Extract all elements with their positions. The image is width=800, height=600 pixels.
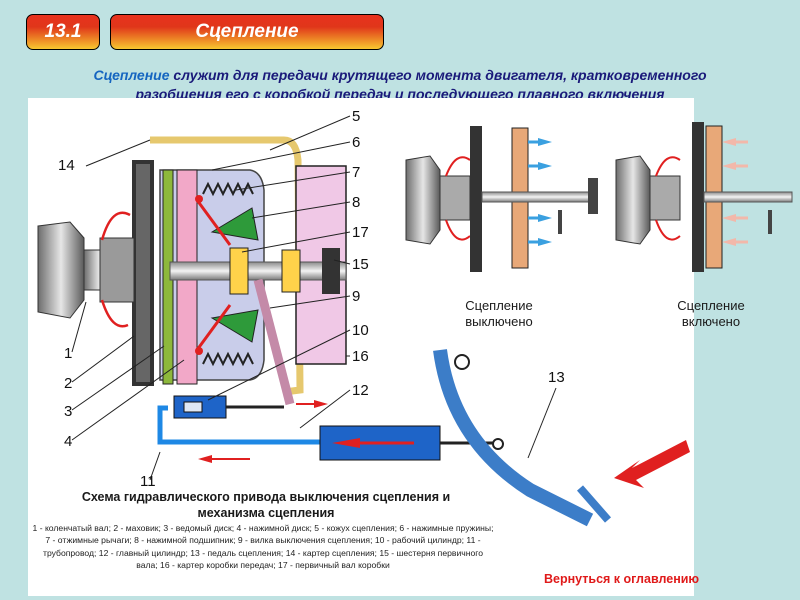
section-number: 13.1 <box>44 21 82 42</box>
page-title: Сцепление <box>195 21 299 42</box>
label-7: 7 <box>352 164 360 181</box>
release-lever-bottom <box>210 309 259 343</box>
label-5: 5 <box>352 108 360 125</box>
section-number-badge: 13.1 <box>26 14 100 50</box>
diagram-legend: 1 - коленчатый вал; 2 - маховик; 3 - вед… <box>32 523 494 571</box>
label-3: 3 <box>64 403 72 420</box>
mini-diagram-engaged <box>615 122 793 272</box>
release-fork <box>253 278 295 406</box>
pressure-spring-top <box>202 181 254 197</box>
hydraulic-line <box>157 405 334 445</box>
label-15: 15 <box>352 256 369 273</box>
pressure-spring-bottom <box>202 351 254 367</box>
caption-disengaged-line1: Сцепление <box>465 298 533 313</box>
caption-engaged-line1: Сцепление <box>677 298 745 313</box>
caption-disengaged: Сцепление выключено <box>444 298 554 330</box>
mini-diagram-disengaged <box>405 126 598 272</box>
label-8: 8 <box>352 194 360 211</box>
label-13: 13 <box>548 369 565 386</box>
release-lever-top <box>210 207 259 241</box>
rod-arrow-right <box>314 400 328 408</box>
label-14: 14 <box>58 157 75 174</box>
intro-line1: служит для передачи крутящего момента дв… <box>169 67 707 83</box>
release-bearing <box>229 247 249 295</box>
label-12: 12 <box>352 382 369 399</box>
label-11: 11 <box>140 473 156 490</box>
label-2: 2 <box>64 375 72 392</box>
caption-disengaged-line2: выключено <box>465 314 533 329</box>
input-shaft <box>169 261 347 281</box>
caption-engaged: Сцепление включено <box>656 298 766 330</box>
label-4: 4 <box>64 433 72 450</box>
caption-engaged-line2: включено <box>681 314 741 329</box>
back-to-contents-link[interactable]: Вернуться к оглавлению <box>544 572 700 586</box>
diagram-title: Схема гидравлического привода выключения… <box>36 489 496 521</box>
input-gear <box>322 248 340 294</box>
clutch-housing <box>150 136 304 396</box>
crankshaft <box>37 221 85 319</box>
diagram-title-line1: Схема гидравлического привода выключения… <box>81 490 451 504</box>
label-10: 10 <box>352 322 369 339</box>
flow-arrow-left <box>332 438 360 448</box>
clutch-pedal <box>433 349 594 527</box>
intro-highlight: Сцепление <box>93 67 170 83</box>
title-banner: Сцепление <box>110 14 384 50</box>
label-9: 9 <box>352 288 360 305</box>
flow-arrow-lower <box>198 455 212 463</box>
pedal-force-arrow <box>614 440 690 488</box>
label-17: 17 <box>352 224 369 241</box>
label-6: 6 <box>352 134 360 151</box>
label-16: 16 <box>352 348 369 365</box>
diagram-title-line2: механизма сцепления <box>197 506 335 520</box>
label-1: 1 <box>64 345 72 362</box>
